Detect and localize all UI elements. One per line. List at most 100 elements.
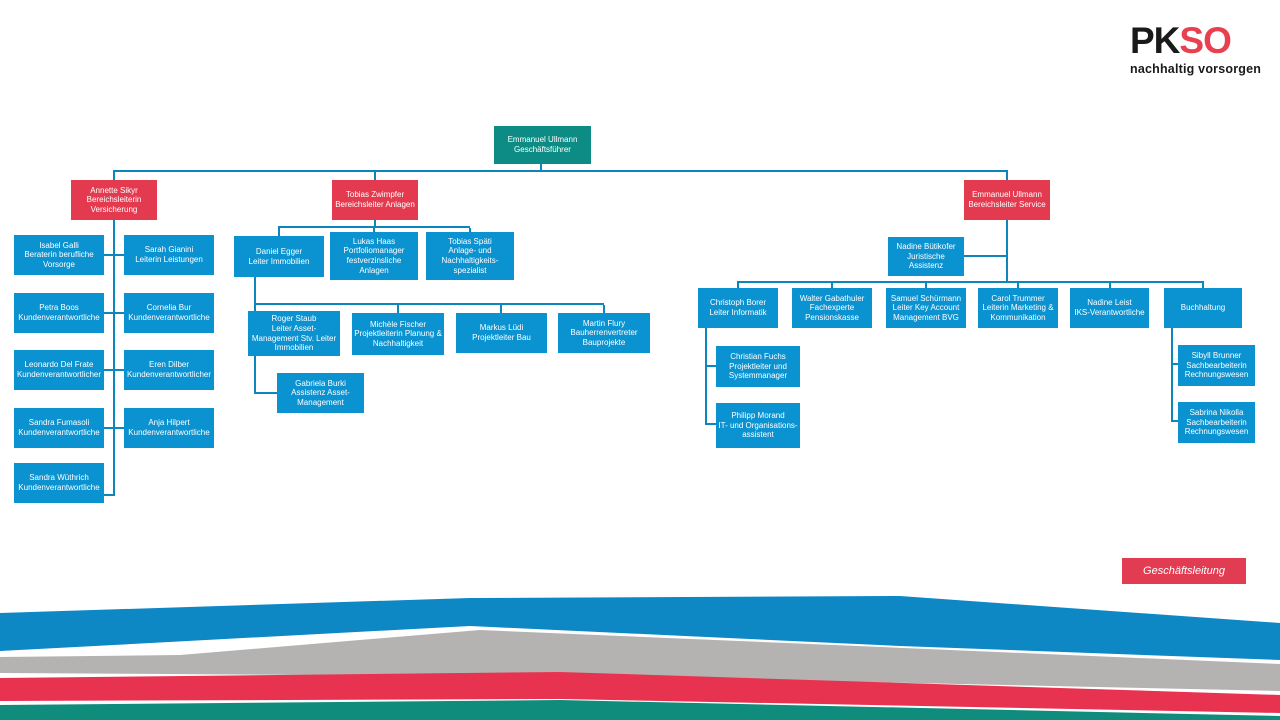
org-box-sandra-wuethrich: Sandra Wüthrich Kundenverantwortliche [14,463,104,503]
person-name: Cornelia Bur [146,303,192,313]
wave-gray [0,630,1280,691]
wave-blue [0,596,1280,660]
person-role: Sachbearbeiterin Rechnungswesen [1184,417,1249,437]
org-box-nadine-buetikofer: Nadine Bütikofer Juristische Assistenz [888,237,964,276]
person-role: Projektleiter und Systemmanager [728,361,788,381]
org-box-samuel-schuermann: Samuel Schürmann Leiter Key Account Mana… [886,288,966,328]
logo-tagline: nachhaltig vorsorgen [1130,62,1262,76]
connector-line [1171,328,1173,422]
org-box-petra-boos: Petra Boos Kundenverantwortliche [14,293,104,333]
connector-line [603,305,605,313]
person-name: Sandra Wüthrich [29,473,89,483]
org-box-walter-gabathuler: Walter Gabathuler Fachexperte Pensionska… [792,288,872,328]
connector-line [1171,420,1178,422]
person-role: Projektleiterin Planung & Nachhaltigkeit [354,329,442,348]
person-name: Sibyll Brunner [1191,351,1242,361]
person-role: Anlage- und Nachhaltigkeits-spezialist [441,246,499,275]
org-box-buchhaltung: Buchhaltung [1164,288,1242,328]
person-name: Lukas Haas [352,236,396,246]
person-name: Sandra Fumasoli [28,418,90,428]
person-role: Kundenverantwortliche [128,428,210,437]
org-box-sabrina-nikolla: Sabrina Nikolla Sachbearbeiterin Rechnun… [1178,402,1255,443]
connector-line [1171,363,1178,365]
connector-line [1202,283,1204,288]
connector-line [831,283,833,288]
person-role: Leiter Key Account Management BVG [892,303,960,322]
person-name: Nadine Bütikofer [896,242,956,252]
department-name: Buchhaltung [1180,303,1226,313]
person-role: Kundenverantwortliche [18,428,100,437]
person-role: Fachexperte Pensionskasse [805,303,859,322]
person-role: Kundenverantwortliche [18,483,100,492]
person-role: Assistenz Asset-Management [291,388,350,407]
connector-line [278,228,280,236]
org-box-roger-staub: Roger Staub Leiter Asset-Management Stv.… [248,311,340,356]
person-role: Leiter Informatik [709,308,767,317]
connector-line [104,427,124,429]
org-box-michele-fischer: Michèle Fischer Projektleiterin Planung … [352,313,444,355]
person-name: Sabrina Nikolla [1189,408,1244,418]
logo-pk: PK [1130,20,1180,61]
person-role: Leiter Immobilien [248,256,310,266]
legend-geschaeftsleitung: Geschäftsleitung [1122,558,1246,584]
connector-line [737,283,739,288]
org-box-cornelia-bur: Cornelia Bur Kundenverantwortliche [124,293,214,333]
person-name: Walter Gabathuler [799,293,865,303]
org-box-head-versicherung: Annette Sikyr Bereichsleiterin Versicher… [71,180,157,220]
org-box-philipp-morand: Philipp Morand IT- und Organisations-ass… [716,403,800,448]
person-role: Bauherrenvertreter Bauprojekte [570,328,638,347]
person-role: IT- und Organisations-assistent [718,420,798,440]
person-role: IKS-Verantwortliche [1074,308,1145,317]
org-box-head-service: Emmanuel Ullmann Bereichsleiter Service [964,180,1050,220]
connector-line [113,170,1008,172]
pkso-logo: PKSO nachhaltig vorsorgen [1130,22,1261,76]
person-name: Roger Staub [271,314,317,324]
connector-line [104,494,115,496]
person-name: Christoph Borer [709,298,767,308]
person-role: Sachbearbeiterin Rechnungswesen [1184,360,1249,380]
connector-line [705,423,716,425]
person-name: Philipp Morand [731,411,785,421]
connector-line [374,172,376,180]
person-role: Bereichsleiterin Versicherung [86,195,142,214]
connector-line [373,228,375,233]
connector-line [254,303,604,305]
person-role: Leiterin Marketing & Kommunikation [982,303,1054,322]
person-role: Kundenverantwortliche [128,313,210,322]
connector-line [397,305,399,313]
logo-so: SO [1179,20,1231,61]
person-role: Kundenverantwortliche [18,313,100,322]
connector-line [254,356,256,394]
org-box-sarah-gianini: Sarah Gianini Leiterin Leistungen [124,235,214,275]
org-box-sandra-fumasoli: Sandra Fumasoli Kundenverantwortliche [14,408,104,448]
person-role: Projektleiter Bau [472,333,531,342]
connector-line [113,172,115,180]
person-role: Portfoliomanager festverzinsliche Anlage… [343,246,405,275]
connector-line [705,328,707,425]
person-role: Leiter Asset-Management Stv. Leiter Immo… [251,323,337,353]
person-name: Tobias Zwimpfer [345,190,405,200]
org-box-martin-flury: Martin Flury Bauherrenvertreter Bauproje… [558,313,650,353]
org-box-christoph-borer: Christoph Borer Leiter Informatik [698,288,778,328]
person-name: Gabriela Burki [295,378,346,388]
person-role: Kundenverantwortlicher [126,370,212,379]
wave-red [0,672,1280,713]
person-name: Nadine Leist [1087,298,1132,308]
org-box-isabel-galli: Isabel Galli Beraterin berufliche Vorsor… [14,235,104,275]
person-name: Emmanuel Ullmann [507,135,578,145]
person-name: Sarah Gianini [144,245,194,255]
person-role: Leiterin Leistungen [135,255,203,264]
person-name: Samuel Schürmann [890,293,962,303]
person-name: Emmanuel Ullmann [972,190,1042,200]
connector-line [254,277,256,311]
person-role: Juristische Assistenz [907,251,945,271]
org-box-leonardo-del-frate: Leonardo Del Frate Kundenverantwortliche… [14,350,104,390]
connector-line [278,226,470,228]
connector-line [113,220,115,496]
person-role: Bereichsleiter Anlagen [335,200,415,209]
org-box-daniel-egger: Daniel Egger Leiter Immobilien [234,236,324,277]
connector-line [469,228,471,233]
connector-line [1017,283,1019,288]
connector-line [374,220,376,227]
